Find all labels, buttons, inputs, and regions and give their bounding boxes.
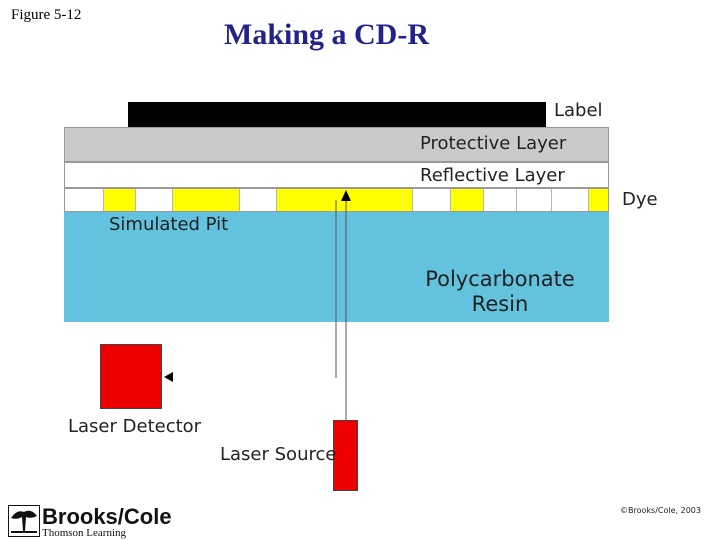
resin-label: Polycarbonate Resin xyxy=(410,267,590,317)
protective-layer xyxy=(64,127,609,162)
publisher-subtitle: Thomson Learning xyxy=(42,527,127,539)
laser-detector xyxy=(100,344,162,409)
protective-layer-text: Protective Layer xyxy=(420,133,567,154)
simulated-pit-text: Simulated Pit xyxy=(109,214,229,235)
laser-source xyxy=(333,420,358,491)
detector-arrowhead xyxy=(164,372,173,382)
resin-label-line1: Polycarbonate xyxy=(425,267,575,291)
dye-pit-cell xyxy=(588,189,608,211)
publisher-name: Brooks/Cole xyxy=(42,504,172,529)
dye-layer-text: Dye xyxy=(622,189,658,210)
copyright-notice: ©Brooks/Cole, 2003 xyxy=(620,506,701,515)
dye-land-cell xyxy=(483,189,517,211)
dye-land-cell xyxy=(136,189,173,211)
reflective-layer-text: Reflective Layer xyxy=(420,165,565,186)
label-layer xyxy=(128,102,546,127)
dye-land-cell xyxy=(240,189,277,211)
dye-pit-cell xyxy=(172,189,241,211)
laser-detector-text: Laser Detector xyxy=(68,416,202,437)
page-title: Making a CD-R xyxy=(224,18,430,51)
label-layer-text: Label xyxy=(554,100,603,121)
laser-source-text: Laser Source xyxy=(220,444,337,465)
resin-label-line2: Resin xyxy=(471,292,529,316)
dye-land-cell xyxy=(552,189,589,211)
reflective-layer xyxy=(64,162,609,188)
dye-land-cell xyxy=(65,189,104,211)
beam-up-arrowhead xyxy=(341,190,351,201)
tree-icon xyxy=(8,505,40,537)
dye-land-cell xyxy=(413,189,452,211)
dye-land-cell xyxy=(516,189,553,211)
dye-pit-cell xyxy=(103,189,137,211)
dye-pit-cell xyxy=(451,189,484,211)
publisher-logo: Brooks/Cole Thomson Learning xyxy=(8,504,172,539)
figure-label: Figure 5-12 xyxy=(11,7,82,23)
